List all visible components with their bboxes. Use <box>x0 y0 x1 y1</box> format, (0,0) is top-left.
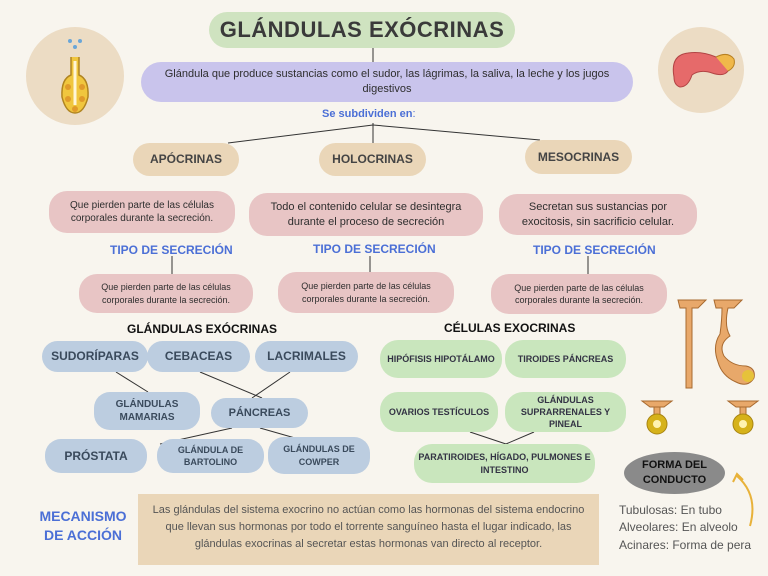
definition-box: Glándula que produce sustancias como el … <box>141 62 633 102</box>
glandula-bartolino: GLÁNDULA DE BARTOLINO <box>157 439 264 473</box>
celula-hipofisis: HIPÓFISIS HIPOTÁLAMO <box>380 340 502 378</box>
tipo-secrecion-mesocrinas: TIPO DE SECRECIÓN <box>533 243 656 257</box>
celulas-heading: CÉLULAS EXOCRINAS <box>444 321 576 335</box>
glandula-cowper: GLÁNDULAS DE COWPER <box>268 437 370 474</box>
pancreas-icon <box>658 27 744 113</box>
glandula-lacrimales: LACRIMALES <box>255 341 358 372</box>
description-mesocrinas: Secretan sus sustancias por exocitosis, … <box>499 194 697 235</box>
tipo-secrecion-apocrinas: TIPO DE SECRECIÓN <box>110 243 233 257</box>
description-holocrinas: Todo el contenido celular se desintegra … <box>249 193 483 236</box>
alveolar-gland-icon <box>640 400 674 435</box>
tipo-description-holocrinas: Que pierden parte de las células corpora… <box>278 272 454 313</box>
celula-suprarrenales: GLÁNDULAS SUPRARRENALES Y PINEAL <box>505 392 626 432</box>
subdivide-label: Se subdividen en: <box>322 108 416 120</box>
acinar-gland-icon <box>726 400 760 435</box>
glandula-pancreas: PÁNCREAS <box>211 398 308 428</box>
mecanismo-label: MECANISMO DE ACCIÓN <box>39 508 127 543</box>
page-title: GLÁNDULAS EXÓCRINAS <box>209 12 515 48</box>
category-mesocrinas: MESOCRINAS <box>525 140 632 174</box>
forma-type-tubulosas: Tubulosas: En tubo <box>619 503 722 517</box>
forma-types-list: Tubulosas: En tubo Alveolares: En alveol… <box>619 502 751 554</box>
gland-illustration-icon <box>26 27 124 125</box>
category-holocrinas: HOLOCRINAS <box>319 143 426 176</box>
glandula-sudoriparas: SUDORÍPARAS <box>42 341 148 372</box>
forma-type-alveolares: Alveolares: En alveolo <box>619 520 738 535</box>
tubular-gland-icon <box>677 299 755 389</box>
tipo-description-apocrinas: Que pierden parte de las células corpora… <box>79 274 253 313</box>
glandula-mamarias: GLÁNDULAS MAMARIAS <box>94 392 200 430</box>
forma-conducto-label: FORMA DEL CONDUCTO <box>624 452 725 494</box>
curved-arrow-icon <box>732 472 754 527</box>
celula-ovarios: OVARIOS TESTÍCULOS <box>380 392 498 432</box>
celula-tiroides: TIROIDES PÁNCREAS <box>505 340 626 378</box>
forma-type-acinares: Acinares: Forma de pera <box>619 537 752 552</box>
category-apocrinas: APÓCRINAS <box>133 143 239 176</box>
mecanismo-text: Las glándulas del sistema exocrino no ac… <box>138 494 599 565</box>
glandula-prostata: PRÓSTATA <box>45 439 147 473</box>
celula-paratiroides: PARATIROIDES, HÍGADO, PULMONES E INTESTI… <box>414 444 595 483</box>
tipo-description-mesocrinas: Que pierden parte de las células corpora… <box>491 274 667 314</box>
tipo-secrecion-holocrinas: TIPO DE SECRECIÓN <box>313 242 436 256</box>
glandulas-heading: GLÁNDULAS EXÓCRINAS <box>127 322 278 336</box>
glandula-cebaceas: CEBACEAS <box>147 341 250 372</box>
description-apocrinas: Que pierden parte de las células corpora… <box>49 191 235 233</box>
